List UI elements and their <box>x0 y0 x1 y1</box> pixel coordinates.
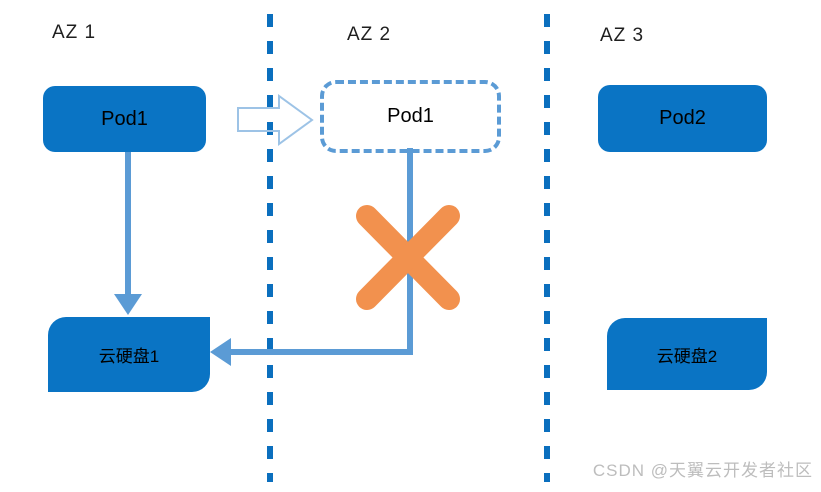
cloud-disk2-label: 云硬盘2 <box>656 346 718 366</box>
zone-label-az3: AZ 3 <box>600 25 645 46</box>
cloud-disk2-box: 云硬盘2 <box>607 318 767 390</box>
az1-az2-separator <box>267 14 273 482</box>
zone-label-az1: AZ 1 <box>52 22 97 43</box>
cloud-disk1-box: 云硬盘1 <box>48 317 210 392</box>
pod1-az2-ghost-label: Pod1 <box>387 105 434 127</box>
pod1-az1-box: Pod1 <box>43 86 206 152</box>
az2-az3-separator <box>544 14 550 482</box>
migration-arrow-icon <box>237 94 314 146</box>
cloud-disk1-label: 云硬盘1 <box>98 347 160 366</box>
failure-cross-icon <box>356 205 460 310</box>
zone-label-az2: AZ 2 <box>347 24 392 45</box>
pod1-az1-label: Pod1 <box>101 107 148 130</box>
ghostpod-to-disk1-connector-icon <box>210 148 413 366</box>
pod1-az2-ghost-box: Pod1 <box>320 80 501 153</box>
watermark-text: CSDN @天翼云开发者社区 <box>592 461 813 480</box>
pod2-az3-label: Pod2 <box>659 107 706 129</box>
pod1-to-disk1-arrow-icon <box>114 152 142 315</box>
pod2-az3-box: Pod2 <box>598 85 767 152</box>
